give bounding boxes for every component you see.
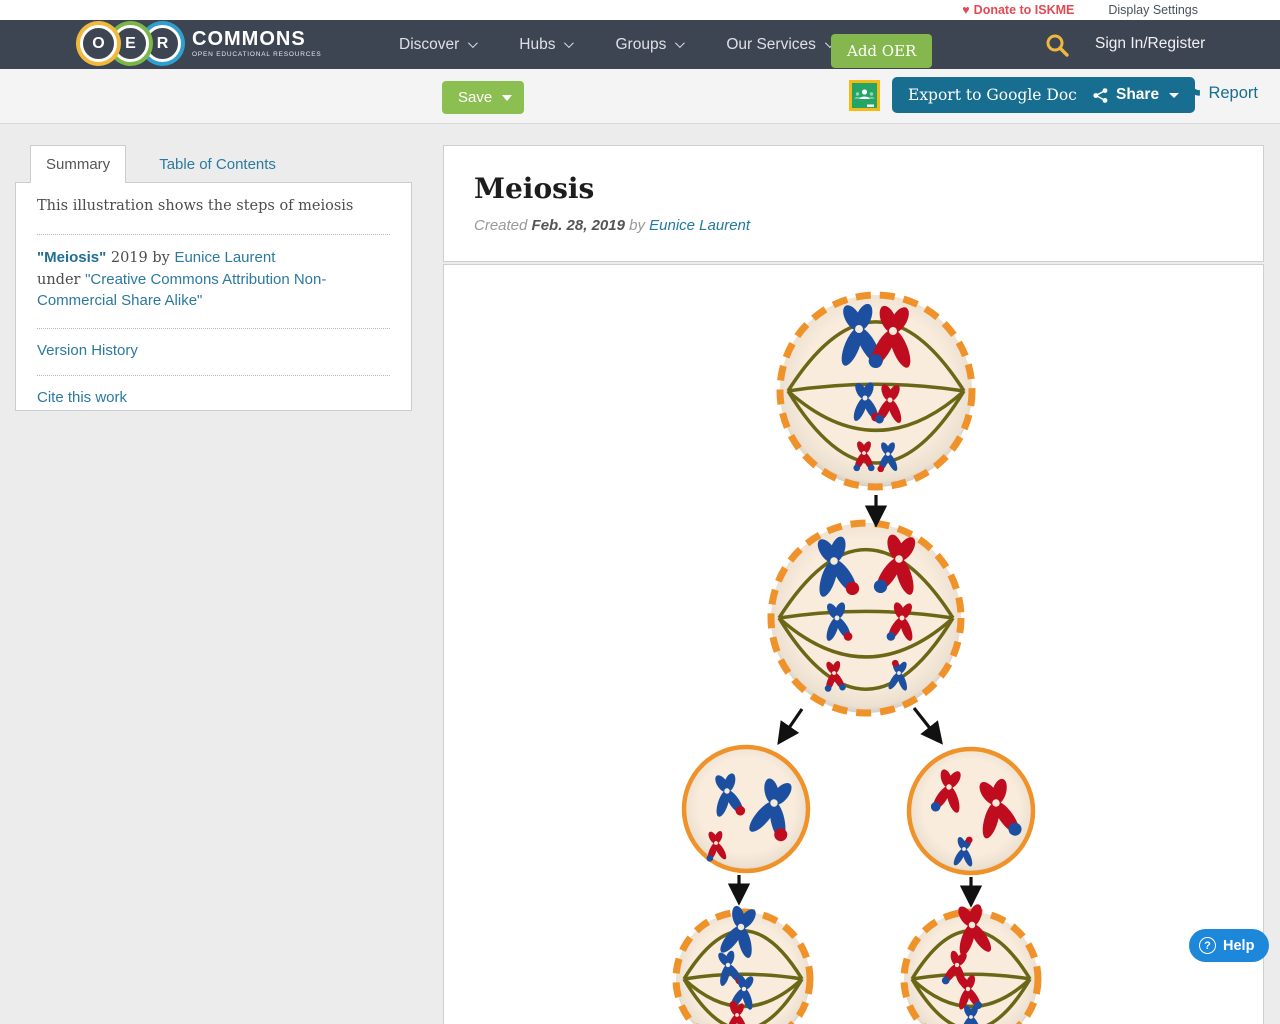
utility-bar: ♥Donate to ISKME Display Settings	[0, 0, 1280, 20]
nav-item-our-services[interactable]: Our Services	[726, 36, 835, 54]
resource-header-card: Meiosis Created Feb. 28, 2019 by Eunice …	[443, 145, 1264, 262]
question-icon: ?	[1199, 937, 1216, 954]
created-line: Created Feb. 28, 2019 by Eunice Laurent	[474, 217, 751, 234]
share-icon	[1093, 87, 1108, 103]
version-history-link[interactable]: Version History	[37, 341, 138, 359]
nav-item-groups[interactable]: Groups	[615, 36, 686, 54]
logo-letter-r: R	[144, 25, 181, 62]
author-link[interactable]: Eunice Laurent	[174, 248, 276, 266]
chevron-down-icon	[675, 38, 686, 49]
sign-in-register-link[interactable]: Sign In/Register	[1095, 35, 1206, 52]
attribution-block: "Meiosis" 2019 by Eunice Laurent under "…	[37, 235, 390, 329]
add-oer-button[interactable]: Add OER	[831, 34, 933, 68]
logo-letter-o: O	[80, 25, 117, 62]
caret-down-icon	[502, 94, 513, 101]
caret-down-icon	[1169, 92, 1180, 98]
logo-text: COMMONS OPEN EDUCATIONAL RESOURCES	[192, 27, 322, 58]
nav-item-discover[interactable]: Discover	[399, 36, 479, 54]
chevron-down-icon	[564, 38, 575, 49]
share-button[interactable]: Share	[1077, 77, 1196, 113]
display-settings-link[interactable]: Display Settings	[1108, 3, 1198, 17]
export-to-google-docs-button[interactable]: Export to Google Docs	[892, 77, 1101, 113]
chevron-down-icon	[468, 38, 479, 49]
attribution-title-link[interactable]: "Meiosis"	[37, 248, 107, 266]
summary-text: This illustration shows the steps of mei…	[37, 183, 390, 235]
author-link[interactable]: Eunice Laurent	[649, 217, 751, 234]
flag-icon: ⚑	[1189, 85, 1203, 103]
resource-content-card	[443, 264, 1264, 1024]
nav-item-hubs[interactable]: Hubs	[519, 36, 575, 54]
cite-this-work-link[interactable]: Cite this work	[37, 388, 128, 406]
nav-menu: Discover Hubs Groups Our Services	[399, 20, 835, 69]
meiosis-figure	[672, 291, 1042, 1024]
sidebar-tabs: Summary Table of Contents	[15, 145, 291, 183]
heart-icon: ♥	[962, 3, 970, 17]
donate-link[interactable]: ♥Donate to ISKME	[962, 3, 1075, 17]
oer-commons-logo[interactable]: O E R COMMONS OPEN EDUCATIONAL RESOURCES	[80, 25, 322, 62]
license-link[interactable]: "Creative Commons Attribution Non-Commer…	[37, 270, 327, 310]
help-button[interactable]: ? Help	[1189, 929, 1270, 962]
save-button[interactable]: Save	[442, 81, 525, 114]
page-title: Meiosis	[474, 172, 595, 205]
tab-summary[interactable]: Summary	[30, 145, 127, 183]
summary-card: This illustration shows the steps of mei…	[15, 182, 412, 411]
action-toolbar: Save Export to Google Docs Share ⚑Report	[0, 69, 1280, 124]
logo-letter-e: E	[112, 25, 149, 62]
report-link[interactable]: ⚑Report	[1189, 84, 1258, 103]
main-navbar: O E R COMMONS OPEN EDUCATIONAL RESOURCES…	[0, 20, 1280, 69]
tab-table-of-contents[interactable]: Table of Contents	[159, 156, 276, 173]
google-classroom-icon[interactable]	[849, 80, 880, 111]
search-icon[interactable]	[1044, 32, 1072, 58]
